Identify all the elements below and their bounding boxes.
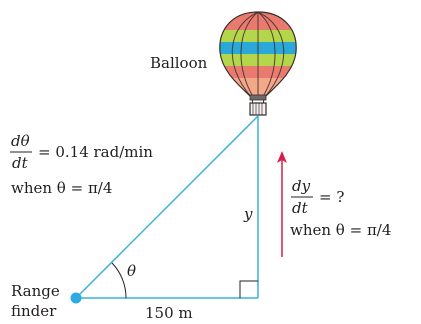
right-angle-mark [239,280,258,298]
y-rate-expression: dy dt = ? when θ = π/4 [290,177,391,239]
balloon-illustration [219,11,297,116]
dy-denominator: dt [292,199,309,217]
balloon-label: Balloon [150,54,208,72]
angle-arc [111,262,127,299]
height-label: y [243,205,253,223]
dtheta-denominator: dt [12,154,29,172]
base-length-label: 150 m [145,304,193,322]
range-finder-label-line2: finder [11,302,57,320]
range-finder-dot [70,292,82,304]
dy-value: = ? [319,188,344,206]
theta-rate-expression: dθ dt = 0.14 rad/min when θ = π/4 [10,132,153,197]
dtheta-numerator: dθ [11,132,30,150]
hypotenuse-line [75,115,259,299]
dtheta-condition: when θ = π/4 [11,179,112,197]
dy-condition: when θ = π/4 [290,221,391,239]
range-finder-label-line1: Range [11,282,60,300]
rate-arrow-head [277,151,287,163]
dtheta-value: = 0.14 rad/min [38,143,153,161]
dy-numerator: dy [292,177,311,195]
angle-label: θ [127,262,136,280]
